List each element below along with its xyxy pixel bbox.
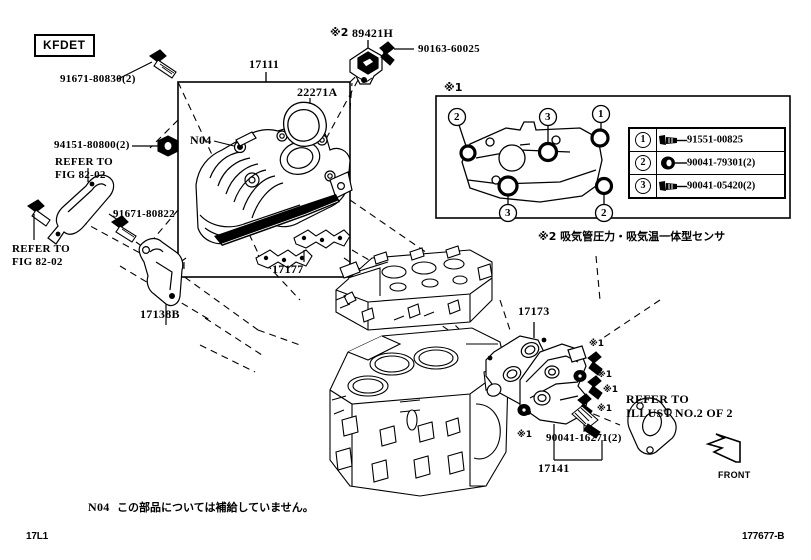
legend-row-3: 3 90041-05420(2) (628, 174, 786, 199)
legend-callout-1a: 1 (598, 108, 604, 120)
label-star1-a: ※1 (589, 339, 605, 349)
note-n04-key: N04 (88, 500, 110, 514)
legend-callout-3a: 3 (545, 111, 551, 123)
bolt-91671-80830-icon (149, 49, 177, 79)
legend-callout-markers (447, 104, 614, 223)
label-manifold-17111: 17111 (249, 57, 280, 71)
note-star2: ※2 吸気管圧力・吸気温一体型センサ (538, 230, 726, 243)
label-refer-fig-8202-a2: FIG 82-02 (55, 169, 106, 181)
manifold-gasket-17177 (255, 229, 351, 269)
label-gasket-17173: 17173 (518, 304, 550, 318)
bolt-91671-80822-icon (111, 215, 137, 243)
label-front: FRONT (718, 470, 751, 480)
label-star1-d: ※1 (597, 404, 613, 414)
cylinder-block-drawing (329, 327, 509, 497)
engine-hanger-bracket-drawing (47, 174, 115, 245)
label-manifold-17141: 17141 (538, 461, 570, 475)
legend-part-2: 90041-79301(2) (687, 157, 756, 169)
legend-table: 1 91551-00825 2 90041-79301(2) 3 (628, 127, 786, 199)
cylinder-head-drawing (335, 245, 493, 331)
legend-circle-1: 1 (635, 132, 651, 148)
bolt-refer-fig-8202-icon (27, 199, 51, 227)
legend-mount-holes (459, 128, 614, 197)
legend-callout-2b: 2 (601, 207, 607, 219)
legend-box (435, 95, 791, 219)
legend-part-3: 90041-05420(2) (687, 180, 756, 192)
bolt-icon-1 (659, 135, 687, 145)
legend-row-2: 2 90041-79301(2) (628, 151, 786, 175)
label-sensor-89421h: 89421H (352, 26, 394, 40)
label-refer-fig-8202-b1: REFER TO (12, 243, 70, 255)
legend-row-1: 1 91551-00825 (628, 127, 786, 152)
label-n04-callout: N04 (190, 133, 212, 147)
label-star1-b: ※1 (597, 370, 613, 380)
label-bolt-90041-16271: 90041-16271(2) (546, 432, 622, 444)
note-n04-text: この部品については補給していません。 (117, 501, 314, 514)
bolt-icon-3 (659, 181, 687, 191)
label-gasket-22271a: 22271A (297, 85, 338, 99)
label-refer-fig-8202-b2: FIG 82-02 (12, 256, 63, 268)
label-sensor-star2-mark: ※2 (330, 26, 349, 39)
throttle-gasket-22271a (282, 101, 327, 147)
legend-circle-3: 3 (635, 178, 651, 194)
nut-icon-2 (661, 156, 687, 170)
label-bolt-90163-60025: 90163-60025 (418, 43, 480, 55)
bracket-17138b-drawing (138, 237, 184, 307)
label-screw-94151-80800: 94151-80800(2) (54, 139, 130, 151)
label-bolt-91671-80830: 91671-80830(2) (60, 73, 136, 85)
intake-manifold-drawing (195, 122, 353, 246)
label-bracket-17138b: 17138B (140, 307, 180, 321)
map-sensor-89421h-drawing (349, 47, 383, 85)
exhaust-gasket-17173-drawing (485, 335, 549, 405)
label-refer-illust-b: ILLUST NO.2 OF 2 (626, 406, 733, 420)
label-bolt-91671-80822: 91671-80822 (113, 208, 175, 220)
front-arrow-icon (705, 433, 741, 463)
legend-circle-2: 2 (635, 155, 651, 171)
nut-94151-80800-icon (157, 135, 179, 157)
label-gasket-17177: 17177 (272, 262, 304, 276)
label-refer-fig-8202-a1: REFER TO (55, 156, 113, 168)
label-star1-e: ※1 (517, 430, 533, 440)
engine-code-badge: KFDET (34, 34, 95, 57)
legend-part-1: 91551-00825 (687, 134, 743, 146)
small-bracket-illust2-drawing (627, 397, 677, 455)
label-legend-marker: ※1 (444, 81, 463, 94)
legend-head-drawing (461, 121, 603, 203)
label-star1-c: ※1 (603, 385, 619, 395)
footer-diagram-code: 177677-B (742, 531, 785, 542)
legend-callout-3b: 3 (505, 207, 511, 219)
footer-page-code: 17L1 (26, 531, 48, 542)
label-refer-illust-a: REFER TO (626, 392, 689, 406)
bolt-90163-60025-icon (379, 41, 395, 66)
stud-90041-16271-icon (571, 405, 601, 439)
legend-callout-2a: 2 (454, 111, 460, 123)
